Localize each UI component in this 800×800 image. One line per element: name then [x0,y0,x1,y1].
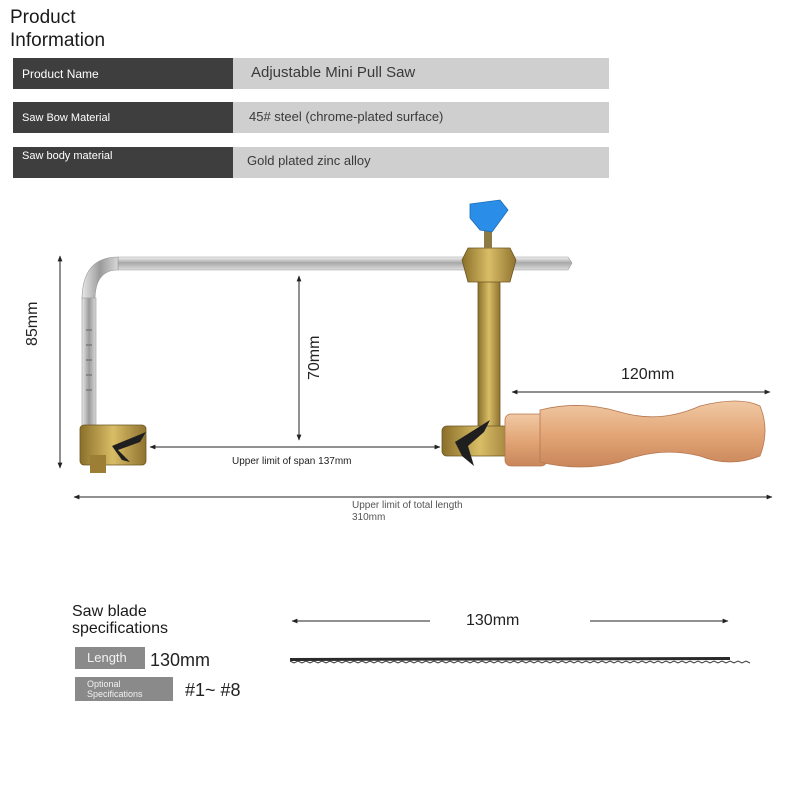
left-wing-nut-icon [112,432,146,462]
spec-row-bow-material: Saw Bow Material 45# steel (chrome-plate… [13,102,609,133]
spec-row-product-name: Product Name Adjustable Mini Pull Saw [13,58,609,89]
blade-length-value: 130mm [150,650,211,670]
spec-label: Saw Bow Material [13,102,233,133]
spec-value: 45# steel (chrome-plated surface) [233,102,609,133]
saw-bow-vertical-arm [81,297,97,429]
dim-label-total-value: 310mm [352,512,386,523]
blade-options-label: Optional Specifications [75,677,173,701]
spec-label: Product Name [13,58,233,89]
blue-knob-icon [469,199,509,233]
saw-bow-bend [81,256,119,301]
dim-label-span: Upper limit of span 137mm [232,456,352,467]
left-brass-clamp [79,424,147,466]
blade-section-title: Saw blade specifications [72,603,169,637]
blade-options-value: #1~ #8 [185,680,241,700]
dim-label-inner-height: 70mm [306,335,323,380]
dim-label-height: 85mm [24,301,41,346]
dim-label-blade: 130mm [466,612,520,629]
blade-length-label: Length [75,647,145,669]
spec-row-body-material: Saw body material Gold plated zinc alloy [13,147,609,178]
wooden-handle [539,400,766,468]
spec-value: Adjustable Mini Pull Saw [233,58,609,89]
right-wing-nut-icon [455,420,490,466]
page-title: Product Information [10,7,106,51]
spec-value: Gold plated zinc alloy [233,147,609,178]
saw-blade [290,657,730,661]
saw-adjustable-post [477,269,501,431]
dim-label-handle: 120mm [621,366,675,383]
dim-label-total: Upper limit of total length [352,500,463,511]
spec-label: Saw body material [13,147,233,178]
saw-slider-block [461,247,517,283]
